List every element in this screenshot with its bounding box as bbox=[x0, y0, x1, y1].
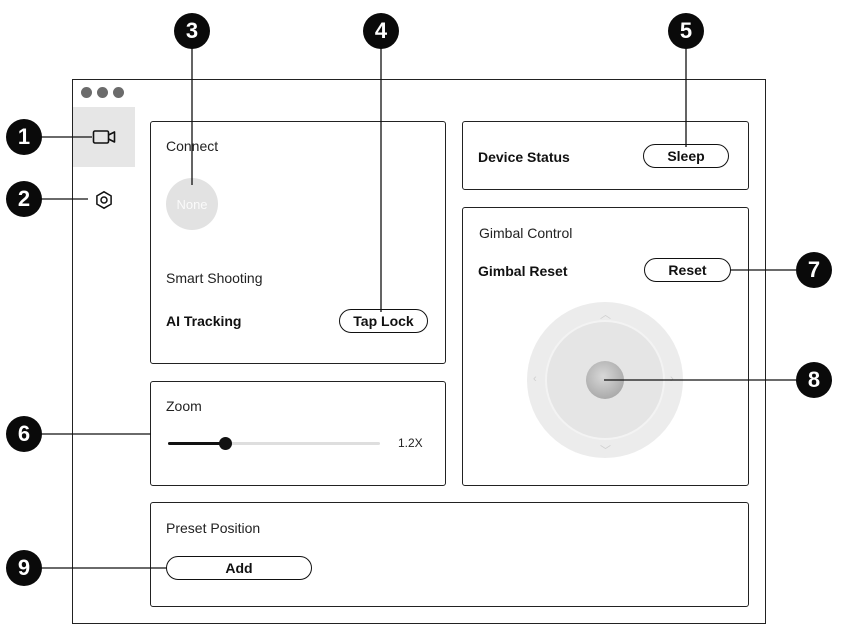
preset-position-title: Preset Position bbox=[166, 520, 261, 536]
chevron-right-icon[interactable]: › bbox=[670, 373, 674, 385]
zoom-panel bbox=[150, 381, 446, 486]
window-dot[interactable] bbox=[81, 87, 92, 98]
sleep-button[interactable]: Sleep bbox=[643, 144, 729, 168]
tap-lock-button[interactable]: Tap Lock bbox=[339, 309, 428, 333]
connect-title: Connect bbox=[166, 138, 219, 154]
device-avatar[interactable]: None bbox=[166, 178, 218, 230]
callout-7: 7 bbox=[796, 252, 832, 288]
zoom-slider-track bbox=[168, 442, 380, 445]
reset-button[interactable]: Reset bbox=[644, 258, 731, 282]
chevron-down-icon[interactable]: ﹀ bbox=[600, 445, 611, 457]
callout-6: 6 bbox=[6, 416, 42, 452]
zoom-slider-thumb[interactable] bbox=[219, 437, 232, 450]
sidebar-item-camera[interactable] bbox=[73, 107, 135, 167]
camera-icon bbox=[92, 130, 116, 144]
device-status-label: Device Status bbox=[478, 149, 570, 165]
callout-3: 3 bbox=[174, 13, 210, 49]
preset-position-panel bbox=[150, 502, 749, 607]
smart-shooting-label: Smart Shooting bbox=[166, 270, 263, 286]
gimbal-joystick-knob[interactable] bbox=[586, 361, 624, 399]
callout-1: 1 bbox=[6, 119, 42, 155]
zoom-slider-fill bbox=[168, 442, 225, 445]
gear-icon bbox=[96, 190, 112, 210]
callout-2: 2 bbox=[6, 181, 42, 217]
gimbal-reset-label: Gimbal Reset bbox=[478, 263, 568, 279]
window-controls bbox=[81, 87, 124, 98]
ai-tracking-label: AI Tracking bbox=[166, 313, 242, 329]
chevron-up-icon[interactable]: ︿ bbox=[600, 309, 611, 321]
gimbal-control-title: Gimbal Control bbox=[479, 225, 573, 241]
callout-5: 5 bbox=[668, 13, 704, 49]
sidebar-item-settings[interactable] bbox=[73, 170, 135, 230]
callout-4: 4 bbox=[363, 13, 399, 49]
callout-9: 9 bbox=[6, 550, 42, 586]
window-dot[interactable] bbox=[113, 87, 124, 98]
zoom-value: 1.2X bbox=[398, 436, 423, 450]
add-preset-button[interactable]: Add bbox=[166, 556, 312, 580]
zoom-slider[interactable] bbox=[168, 436, 380, 452]
chevron-left-icon[interactable]: ‹ bbox=[533, 373, 537, 385]
zoom-title: Zoom bbox=[166, 398, 202, 414]
callout-8: 8 bbox=[796, 362, 832, 398]
window-dot[interactable] bbox=[97, 87, 108, 98]
